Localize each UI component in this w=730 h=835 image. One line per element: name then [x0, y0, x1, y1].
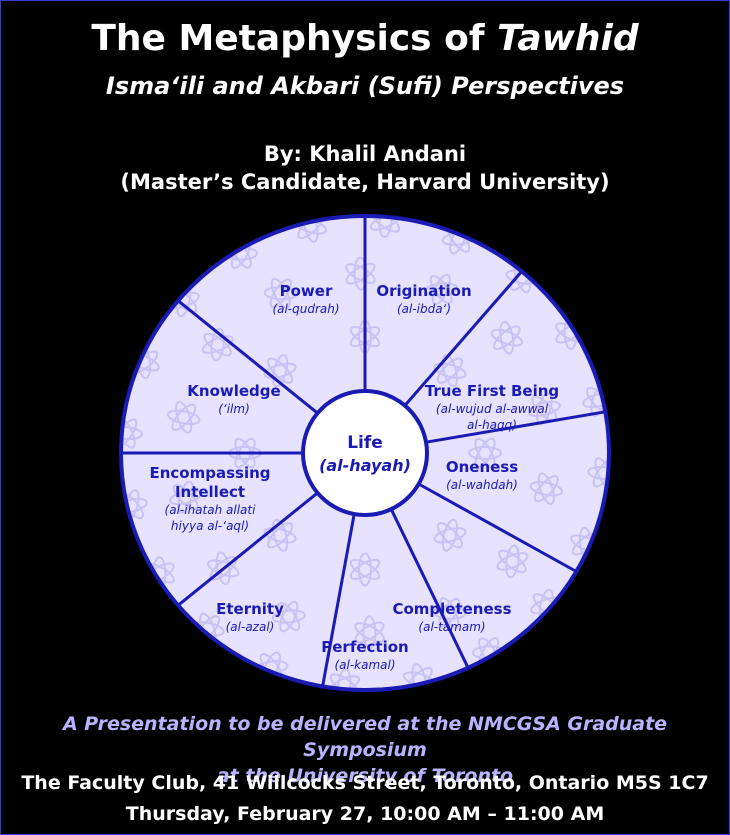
- center-name: Life: [347, 433, 383, 453]
- presentation-line-2: at the University of Toronto: [216, 765, 514, 787]
- wheel-segment: True First Being (al-wujud al-awwal al-haq…: [425, 382, 559, 432]
- wheel-spoke: [425, 410, 606, 444]
- venue-address: The Faculty Club, 41 Willcocks Street, T…: [21, 772, 709, 794]
- author-affiliation: (Master’s Candidate, Harvard University): [120, 170, 610, 194]
- segment-name: Oneness: [446, 458, 518, 476]
- pattern-petal: [263, 277, 298, 309]
- segment-translit: (al-tamam): [418, 620, 485, 634]
- segment-name: Encompassing: [149, 464, 270, 482]
- pattern-petal: [121, 417, 143, 449]
- pattern-petal: [263, 518, 297, 552]
- presentation-info: A Presentation to be delivered at the NM…: [0, 711, 730, 789]
- wheel-dividers: [119, 214, 611, 692]
- segment-translit: (al-kamal): [334, 658, 395, 672]
- wheel-spoke: [389, 508, 470, 669]
- attributes-wheel: Power (al-qudrah) Origination (al-ibda‘) Tru…: [119, 214, 611, 692]
- segment-translit: (al-ihatah allati: [165, 503, 257, 517]
- pattern-petal: [263, 354, 297, 388]
- wheel-segment: Knowledge (‘ilm): [187, 382, 280, 416]
- wheel-segment: Perfection (al-kamal): [321, 638, 408, 672]
- wheel-center: Life (al-hayah): [301, 389, 429, 517]
- wheel-spoke: [321, 513, 356, 687]
- pattern-petal: [345, 256, 376, 291]
- title-main: The Metaphysics of: [91, 18, 498, 59]
- wheel-spoke: [403, 270, 523, 407]
- segment-translit: (al-ibda‘): [397, 302, 451, 316]
- author-name: By: Khalil Andani: [263, 142, 467, 166]
- segment-name: True First Being: [425, 382, 559, 400]
- wheel-labels: Power (al-qudrah) Origination (al-ibda‘) Tru…: [149, 282, 559, 672]
- segment-name: Eternity: [216, 600, 284, 618]
- pattern-petal: [169, 480, 203, 514]
- segment-name: Completeness: [392, 600, 511, 618]
- author-block: By: Khalil Andani (Master’s Candidate, H…: [0, 140, 730, 196]
- wheel-spoke: [177, 299, 319, 415]
- segment-translit: al-haqq): [467, 418, 517, 432]
- segment-translit: (al-wahdah): [446, 478, 518, 492]
- segment-translit: hiyya al-‘aql): [171, 519, 249, 533]
- pattern-petal: [490, 320, 523, 355]
- segment-name: Perfection: [321, 638, 408, 656]
- segment-name: Power: [280, 282, 333, 300]
- segment-name: Intellect: [175, 483, 245, 501]
- pattern-petal: [468, 437, 502, 469]
- poster-subtitle: Isma‘ili and Akbari (Sufi) Perspectives: [105, 72, 625, 100]
- wheel-spoke: [177, 491, 319, 607]
- pattern-petal: [201, 327, 234, 362]
- title-italic: Tawhid: [497, 18, 639, 59]
- pattern-petal: [587, 457, 609, 489]
- wheel-rim: [119, 214, 611, 692]
- presentation-line-1: A Presentation to be delivered at the NM…: [62, 713, 668, 761]
- pattern-petal: [433, 518, 467, 552]
- pattern-petal: [166, 401, 201, 434]
- segment-translit: (‘ilm): [218, 402, 250, 416]
- segment-translit: (al-azal): [226, 620, 275, 634]
- wheel-segment: Power (al-qudrah): [272, 282, 339, 316]
- wheel-segment: Origination (al-ibda‘): [376, 282, 471, 316]
- pattern-petal: [432, 597, 467, 629]
- wheel-segment: Eternity (al-azal): [216, 600, 284, 634]
- pattern-petal: [349, 552, 381, 587]
- segment-name: Origination: [376, 282, 471, 300]
- segment-translit: (al-qudrah): [272, 302, 339, 316]
- pattern-petal: [433, 354, 467, 388]
- pattern-petal: [271, 600, 306, 633]
- wheel-segment: Completeness (al-tamam): [392, 600, 511, 634]
- wheel-spoke: [417, 482, 578, 573]
- poster-title: The Metaphysics of Tawhid: [0, 18, 730, 59]
- wheel-segment: Oneness (al-wahdah): [446, 458, 518, 492]
- segment-translit: (al-wujud al-awwal: [436, 402, 549, 416]
- segment-name: Knowledge: [187, 382, 280, 400]
- pattern-petal: [354, 615, 385, 650]
- center-translit: (al-hayah): [319, 456, 411, 475]
- center-circle: [301, 389, 429, 517]
- pattern-petal: [496, 544, 529, 579]
- event-datetime: Thursday, February 27, 10:00 AM – 11:00 …: [125, 803, 605, 825]
- pattern-petal: [529, 472, 564, 505]
